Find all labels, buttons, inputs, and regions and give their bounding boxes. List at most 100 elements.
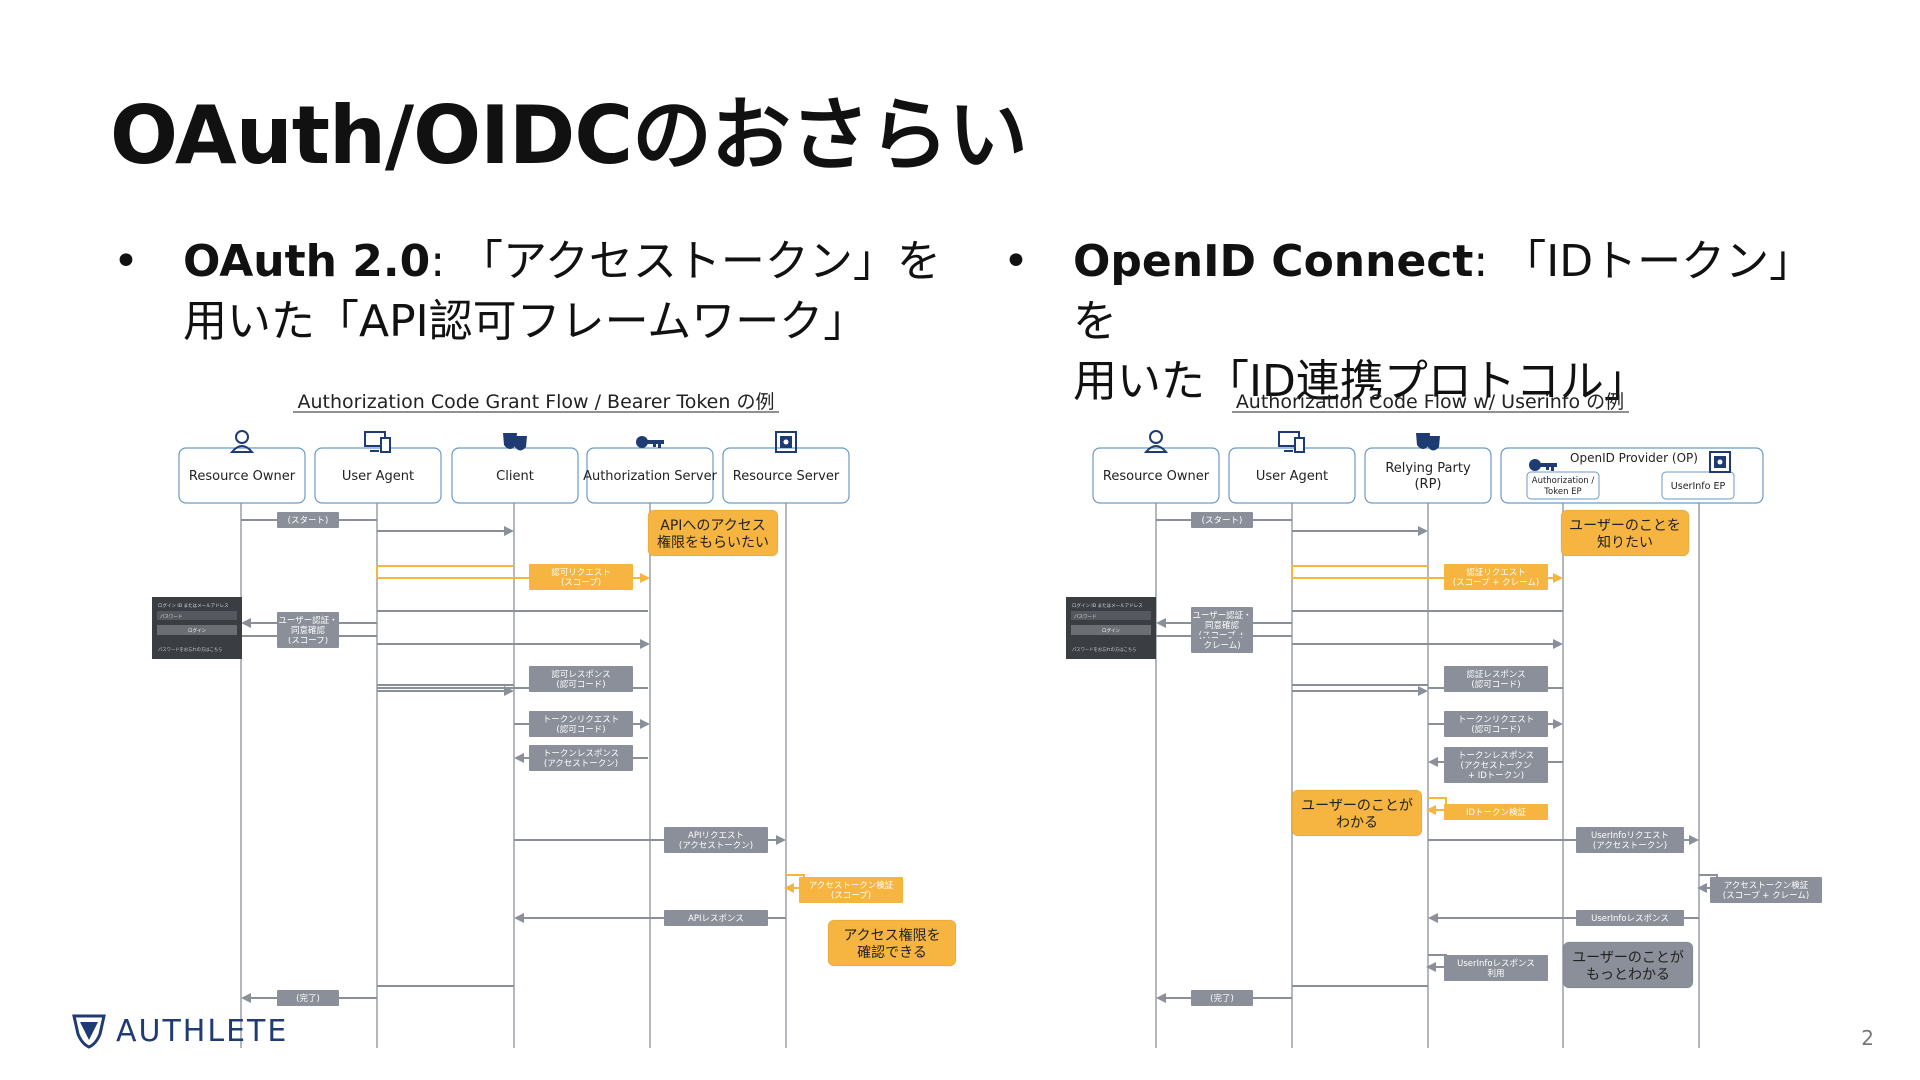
diagram-oauth: Authorization Code Grant Flow / Bearer T… <box>152 391 957 1048</box>
icon-part <box>1294 437 1305 453</box>
msg-authz-text: (スコープ) <box>561 578 601 588</box>
actor-0-box <box>178 447 306 504</box>
safe-icon <box>1709 451 1731 473</box>
msg-tokres-text: (アクセストークン) <box>544 759 618 769</box>
msg-tokres-text: トークンレスポンス <box>543 749 619 759</box>
icon-part <box>1427 436 1440 451</box>
msg-start-box <box>277 512 339 528</box>
diagram-oidc: Authorization Code Flow w/ Userinfo の例Re… <box>1066 391 1822 1048</box>
icon-part <box>783 439 789 445</box>
icon-part <box>653 442 656 447</box>
msg-done-box <box>277 990 339 1006</box>
msg-tokreq-text: (認可コード) <box>556 724 605 735</box>
login-form-field <box>157 611 237 620</box>
op-token-ep-label-2: Token EP <box>1543 487 1581 497</box>
login-form-forgot: パスワードをお忘れの方はこちら <box>158 646 222 653</box>
icon-part <box>1143 445 1169 453</box>
authlete-logo: AUTHLETE <box>70 1012 288 1050</box>
actor-3-label: Authorization Server <box>583 469 717 484</box>
msg-uireq-text: UserInfoリクエスト <box>1591 831 1669 841</box>
msg-start-box <box>1191 512 1253 528</box>
icon-part <box>229 445 255 453</box>
msg-auth-box <box>1191 607 1253 653</box>
msg-start-text: (スタート) <box>288 516 329 526</box>
msg-uireq-text: (アクセストークン) <box>1593 841 1667 851</box>
msg-done-text: (完了) <box>1210 993 1234 1004</box>
key-icon <box>1529 459 1557 471</box>
msg-uiuse-loop <box>1426 954 1447 972</box>
msg-authzres-box <box>1444 666 1548 692</box>
login-form-button-text: ログイン <box>188 627 206 634</box>
slide-title: OAuth/OIDCのおさらい <box>110 89 1028 182</box>
msg-auth-text: ユーザー認証・ <box>1192 610 1251 621</box>
login-form-button <box>157 625 237 635</box>
msg-tokreq-box <box>529 711 633 737</box>
masks-icon <box>503 433 527 451</box>
msg-idverify-box <box>1444 804 1548 820</box>
login-form-button-text: ログイン <box>1102 627 1120 634</box>
msg-tokreq-box <box>1444 711 1548 737</box>
actor-2-label: Client <box>496 469 534 484</box>
msg-uires-text: UserInfoレスポンス <box>1591 914 1669 924</box>
callout-top-text: ユーザーのことを <box>1569 518 1681 534</box>
diagram-title: Authorization Code Flow w/ Userinfo の例 <box>1236 391 1624 413</box>
icon-part <box>514 436 527 451</box>
bullet-term: OpenID Connect <box>1073 236 1474 287</box>
msg-tokreq-text: (認可コード) <box>1471 724 1520 735</box>
msg-apireq-text: APIリクエスト <box>688 831 744 841</box>
key-icon <box>636 436 664 448</box>
person-icon <box>1143 430 1169 453</box>
authlete-logo-icon <box>72 1014 106 1049</box>
callout-bottom-bubble <box>827 919 957 967</box>
msg-tokres-text: (アクセストークン <box>1461 761 1532 771</box>
actor-0-label: Resource Owner <box>189 469 296 484</box>
icon-part <box>235 430 249 444</box>
msg-authzres-text: 認証レスポンス <box>1466 669 1525 680</box>
callout-bottom-bubble <box>1562 941 1694 989</box>
logo-text: AUTHLETE <box>116 1013 289 1049</box>
bullet-line2: 用いた「ID連携プロトコル」 <box>1073 356 1648 407</box>
icon-part <box>1546 465 1549 470</box>
login-form-title: ログイン ID またはメールアドレス <box>158 602 229 609</box>
msg-tokreq-text: トークンリクエスト <box>1458 715 1535 725</box>
devices-icon <box>364 431 391 453</box>
bullet-line2: 用いた「API認可フレームワーク」 <box>183 296 868 347</box>
msg-idverify-loop <box>1426 797 1447 815</box>
msg-authzres-text: (認可コード) <box>1471 679 1520 690</box>
msg-tokres-box <box>1444 747 1548 783</box>
callout-top-bubble <box>1560 509 1690 557</box>
msg-verify-text: (スコープ) <box>831 891 871 901</box>
msg-uiuse-text: UserInfoレスポンス <box>1457 959 1535 969</box>
msg-idverify-text: IDトークン検証 <box>1466 807 1527 818</box>
msg-verify-text: (スコープ + クレーム) <box>1723 891 1809 901</box>
msg-tokres-box <box>529 745 633 771</box>
msg-done-box <box>1191 990 1253 1006</box>
actor-1-label: User Agent <box>1256 469 1328 484</box>
callout-top-text: 知りたい <box>1597 534 1653 551</box>
bullet-oauth: • OAuth 2.0: 「アクセストークン」を 用いた「API認可フレームワー… <box>113 232 943 352</box>
callout-bottom-text: 確認できる <box>857 945 927 961</box>
actor-4-label: Resource Server <box>733 469 840 484</box>
msg-authzres-text: (認可コード) <box>556 679 605 690</box>
msg-verify-text: アクセストークン検証 <box>809 880 894 891</box>
diagram-title: Authorization Code Grant Flow / Bearer T… <box>298 391 775 413</box>
msg-uireq-box <box>1576 827 1684 853</box>
login-form-button <box>1071 625 1151 635</box>
actor-2-label: (RP) <box>1414 477 1441 492</box>
actor-3-box <box>586 447 714 504</box>
msg-apires-text: APIレスポンス <box>688 914 744 924</box>
actor-2-box <box>1364 447 1492 504</box>
login-form-thumbnail: ログイン ID またはメールアドレスパスワードログインパスワードをお忘れの方はこ… <box>1066 597 1156 659</box>
msg-apires-box <box>664 910 768 926</box>
msg-auth-box <box>277 612 339 648</box>
callout-middle-text: ユーザーのことが <box>1301 798 1413 814</box>
icon-part <box>1709 451 1731 473</box>
callout-top-text: 権限をもらいたい <box>657 534 769 551</box>
bullet-dot: • <box>1003 236 1029 287</box>
msg-authzres-text: 認可レスポンス <box>551 669 610 680</box>
op-token-ep-label: Authorization / <box>1532 476 1595 486</box>
msg-apireq-text: (アクセストークン) <box>679 841 753 851</box>
icon-part <box>1149 430 1163 444</box>
msg-authn-text: (スコープ + クレーム) <box>1453 578 1539 588</box>
